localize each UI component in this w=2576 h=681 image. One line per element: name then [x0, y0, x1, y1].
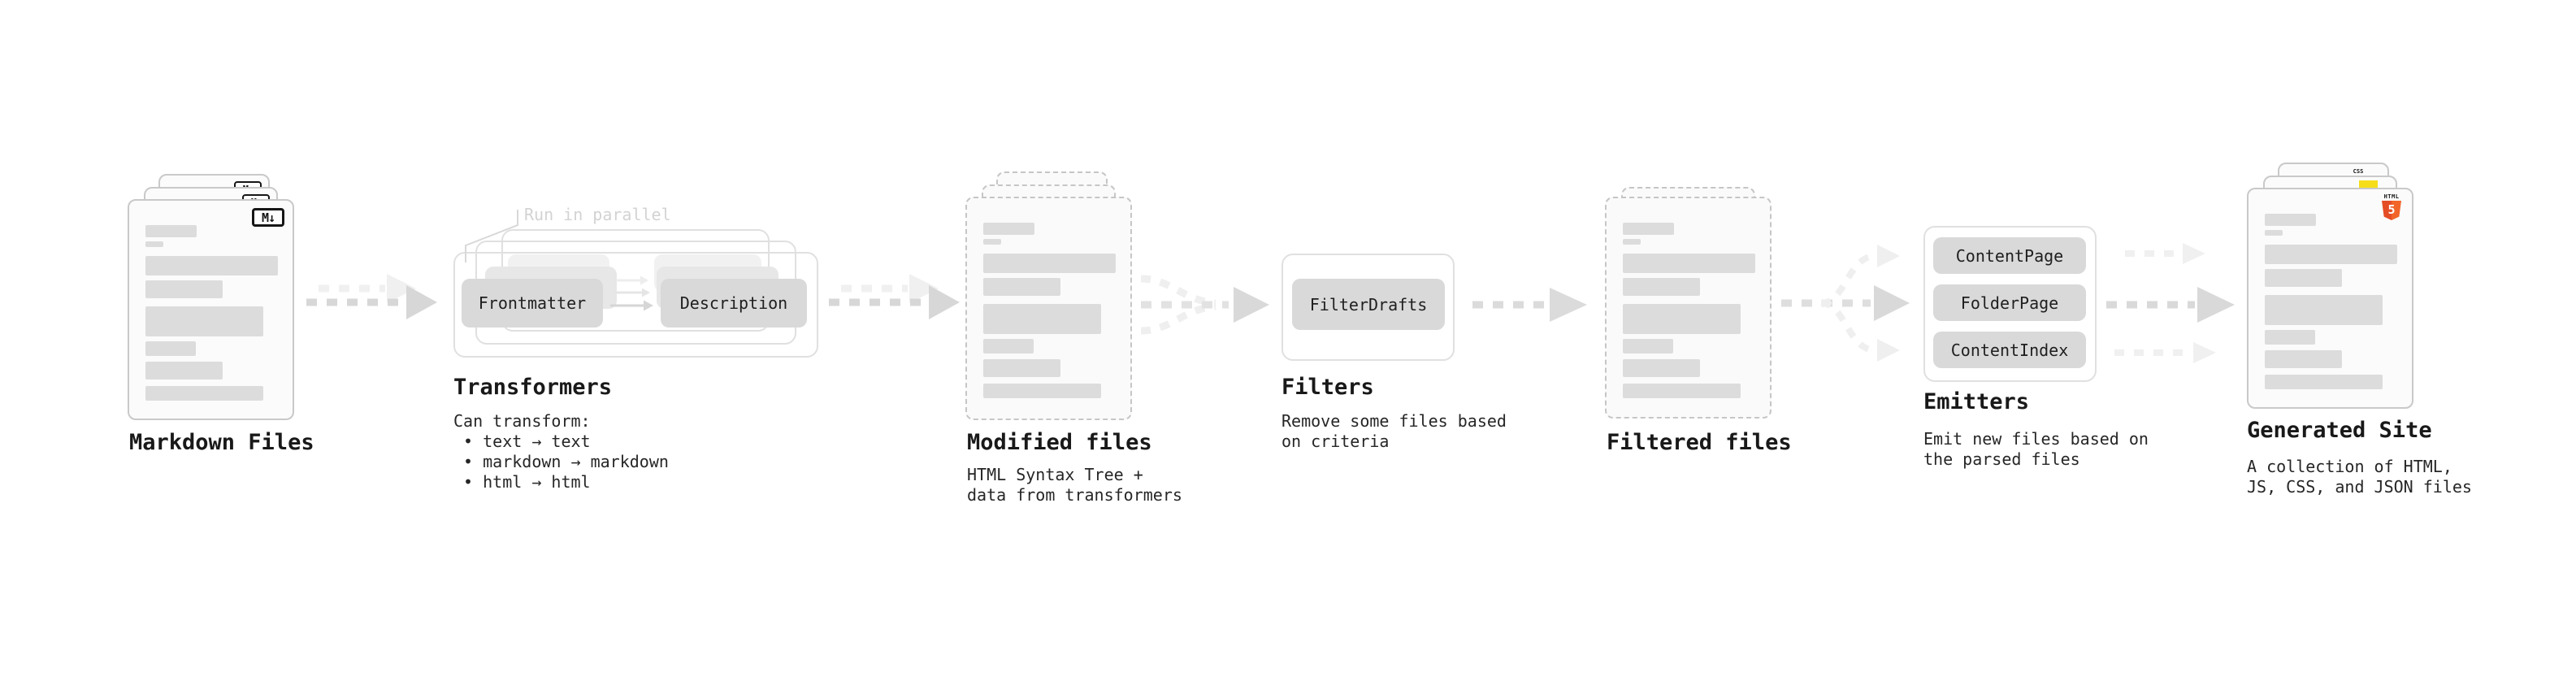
- stage-title: Markdown Files: [129, 430, 314, 455]
- text-placeholder-bar: [983, 254, 1116, 273]
- text-placeholder-bar: [2265, 375, 2383, 389]
- text-placeholder-bar: [145, 225, 197, 237]
- run-in-parallel-callout-line: [465, 210, 518, 262]
- text-placeholder-bar: [145, 341, 196, 356]
- text-placeholder-bar: [1623, 239, 1641, 245]
- text-placeholder-bar: [145, 256, 278, 275]
- text-placeholder-bar: [1623, 304, 1741, 334]
- text-placeholder-bar: [145, 306, 263, 336]
- text-placeholder-bar: [983, 359, 1060, 377]
- text-placeholder-bar: [1623, 278, 1700, 296]
- filters-container-box: [1281, 254, 1455, 361]
- arrow-markdown-to-transformers: [306, 274, 437, 319]
- run-in-parallel-note: Run in parallel: [524, 205, 671, 224]
- text-placeholder-bar: [983, 223, 1034, 235]
- parallel-step-arrows: [610, 275, 653, 311]
- text-placeholder-bar: [1623, 223, 1674, 235]
- text-placeholder-bar: [983, 239, 1001, 245]
- transformer-frontmatter-step: Frontmatter: [462, 279, 603, 327]
- stage-title: Generated Site: [2247, 418, 2432, 443]
- stage-description: Remove some files based on criteria: [1281, 411, 1507, 451]
- arrow-modified-to-filters: [1140, 275, 1269, 335]
- file-card: M↓: [128, 199, 294, 420]
- arrow-filters-to-filtered: [1472, 288, 1587, 322]
- text-placeholder-bar: [2265, 295, 2383, 325]
- text-placeholder-bar: [2265, 230, 2283, 236]
- text-placeholder-bar: [983, 384, 1101, 398]
- html5-icon: HTML 5: [2381, 193, 2402, 220]
- stage-description: HTML Syntax Tree + data from transformer…: [967, 465, 1182, 505]
- stage-title: Modified files: [967, 430, 1152, 455]
- text-placeholder-bar: [1623, 359, 1700, 377]
- text-placeholder-bar: [2265, 350, 2342, 368]
- text-placeholder-bar: [1623, 254, 1755, 273]
- emitter-contentpage: ContentPage: [1933, 237, 2086, 274]
- text-placeholder-bar: [145, 386, 263, 401]
- file-card: HTML 5: [2247, 188, 2413, 409]
- text-placeholder-bar: [2265, 214, 2316, 226]
- transformer-instance-box: [453, 252, 818, 358]
- emitter-contentindex: ContentIndex: [1933, 332, 2086, 368]
- text-placeholder-bar: [2265, 330, 2315, 345]
- stage-description: Can transform: • text → text • markdown …: [453, 411, 669, 492]
- emitters-container-box: [1923, 226, 2097, 382]
- file-card: [1605, 197, 1772, 419]
- stage-title: Transformers: [453, 375, 613, 400]
- text-placeholder-bar: [2265, 269, 2342, 287]
- text-placeholder-bar: [145, 280, 223, 298]
- transformer-description-step: Description: [661, 279, 807, 327]
- text-placeholder-bar: [983, 304, 1101, 334]
- stage-title: Emitters: [1923, 389, 2030, 414]
- filter-filterdrafts-step: FilterDrafts: [1292, 279, 1445, 330]
- arrow-emitters-to-generated: [2106, 243, 2235, 363]
- stage-title: Filtered files: [1607, 430, 1792, 455]
- stage-title: Filters: [1281, 375, 1374, 400]
- arrow-filtered-to-emitters: [1781, 245, 1910, 362]
- text-placeholder-bar: [145, 362, 223, 380]
- text-placeholder-bar: [145, 241, 163, 247]
- text-placeholder-bar: [2265, 245, 2397, 264]
- stage-description: A collection of HTML, JS, CSS, and JSON …: [2247, 457, 2472, 497]
- file-card: [965, 197, 1132, 420]
- text-placeholder-bar: [1623, 384, 1741, 398]
- markdown-icon: M↓: [252, 208, 284, 227]
- text-placeholder-bar: [983, 278, 1060, 296]
- text-placeholder-bar: [983, 339, 1034, 354]
- stage-description: Emit new files based on the parsed files: [1923, 429, 2149, 469]
- arrow-transformers-to-modified: [829, 274, 960, 319]
- text-placeholder-bar: [1623, 339, 1673, 354]
- emitter-folderpage: FolderPage: [1933, 284, 2086, 321]
